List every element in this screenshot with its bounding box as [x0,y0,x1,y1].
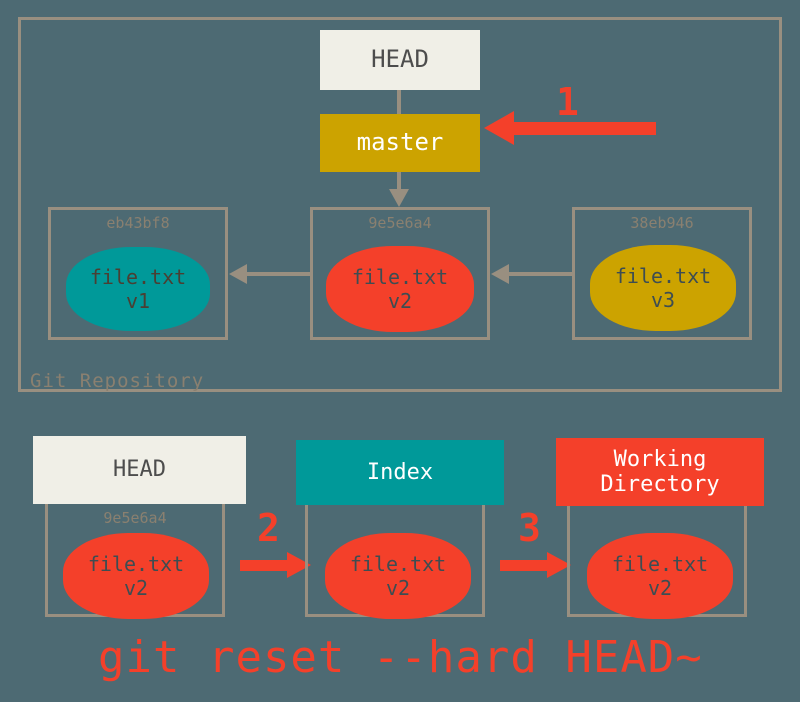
commit-box-9e5e6a4[interactable] [310,207,490,340]
commit-version-v2: v2 [387,289,413,313]
commit-blob-v1[interactable]: file.txt v1 [66,247,210,331]
step-3-arrow-stem [500,560,548,571]
repo-head-box[interactable]: HEAD [320,30,480,90]
tree-blob-head[interactable]: file.txt v2 [63,533,209,619]
tree-blob-index[interactable]: file.txt v2 [325,533,471,619]
tree-title-index-label: Index [366,459,434,485]
step-2-arrow-stem [240,560,288,571]
commit-hash-9e5e6a4: 9e5e6a4 [368,214,432,232]
tree-file-head: file.txt [87,552,185,576]
commit-version-v3: v3 [650,288,676,312]
commit-arrow-1-stem [247,272,311,276]
commit-arrow-1-head [229,264,247,284]
master-to-commit-connector [397,172,401,192]
tree-file-working-directory: file.txt [611,552,709,576]
tree-hash-head: 9e5e6a4 [103,509,167,527]
repo-master-box[interactable]: master [320,114,480,172]
command-caption: git reset --hard HEAD~ [98,632,703,683]
tree-title-working-directory[interactable]: Working Directory [556,438,764,506]
commit-arrow-2-head [491,264,509,284]
tree-version-working-directory: v2 [647,576,673,600]
commit-version-v1: v1 [125,289,151,313]
commit-file-v2: file.txt [351,265,449,289]
commit-hash-eb43bf8: eb43bf8 [106,214,170,232]
commit-hash-38eb946: 38eb946 [630,214,694,232]
tree-version-head: v2 [123,576,149,600]
repo-head-label: HEAD [371,45,429,74]
step-1-number: 1 [556,80,579,124]
tree-title-index[interactable]: Index [296,440,504,505]
tree-title-working-directory-label: Working Directory [600,446,720,497]
git-repository-label: Git Repository [30,370,205,392]
tree-blob-working-directory[interactable]: file.txt v2 [587,533,733,619]
step-2-number: 2 [257,506,280,550]
tree-version-index: v2 [385,576,411,600]
commit-box-38eb946[interactable] [572,207,752,340]
repo-master-label: master [356,128,444,157]
step-1-arrow-stem [513,122,656,135]
commit-file-v1: file.txt [89,265,187,289]
commit-box-eb43bf8[interactable] [48,207,228,340]
tree-title-head[interactable]: HEAD [33,436,246,504]
tree-file-index: file.txt [349,552,447,576]
master-to-commit-arrowhead [389,189,409,207]
tree-title-head-label: HEAD [113,457,166,483]
step-3-number: 3 [518,506,541,550]
commit-arrow-2-stem [509,272,573,276]
commit-file-v3: file.txt [614,264,712,288]
commit-blob-v3[interactable]: file.txt v3 [590,245,736,331]
commit-blob-v2[interactable]: file.txt v2 [326,246,474,332]
step-1-arrowhead [484,111,514,145]
git-repository-frame [18,17,782,392]
head-to-master-connector [397,90,401,115]
